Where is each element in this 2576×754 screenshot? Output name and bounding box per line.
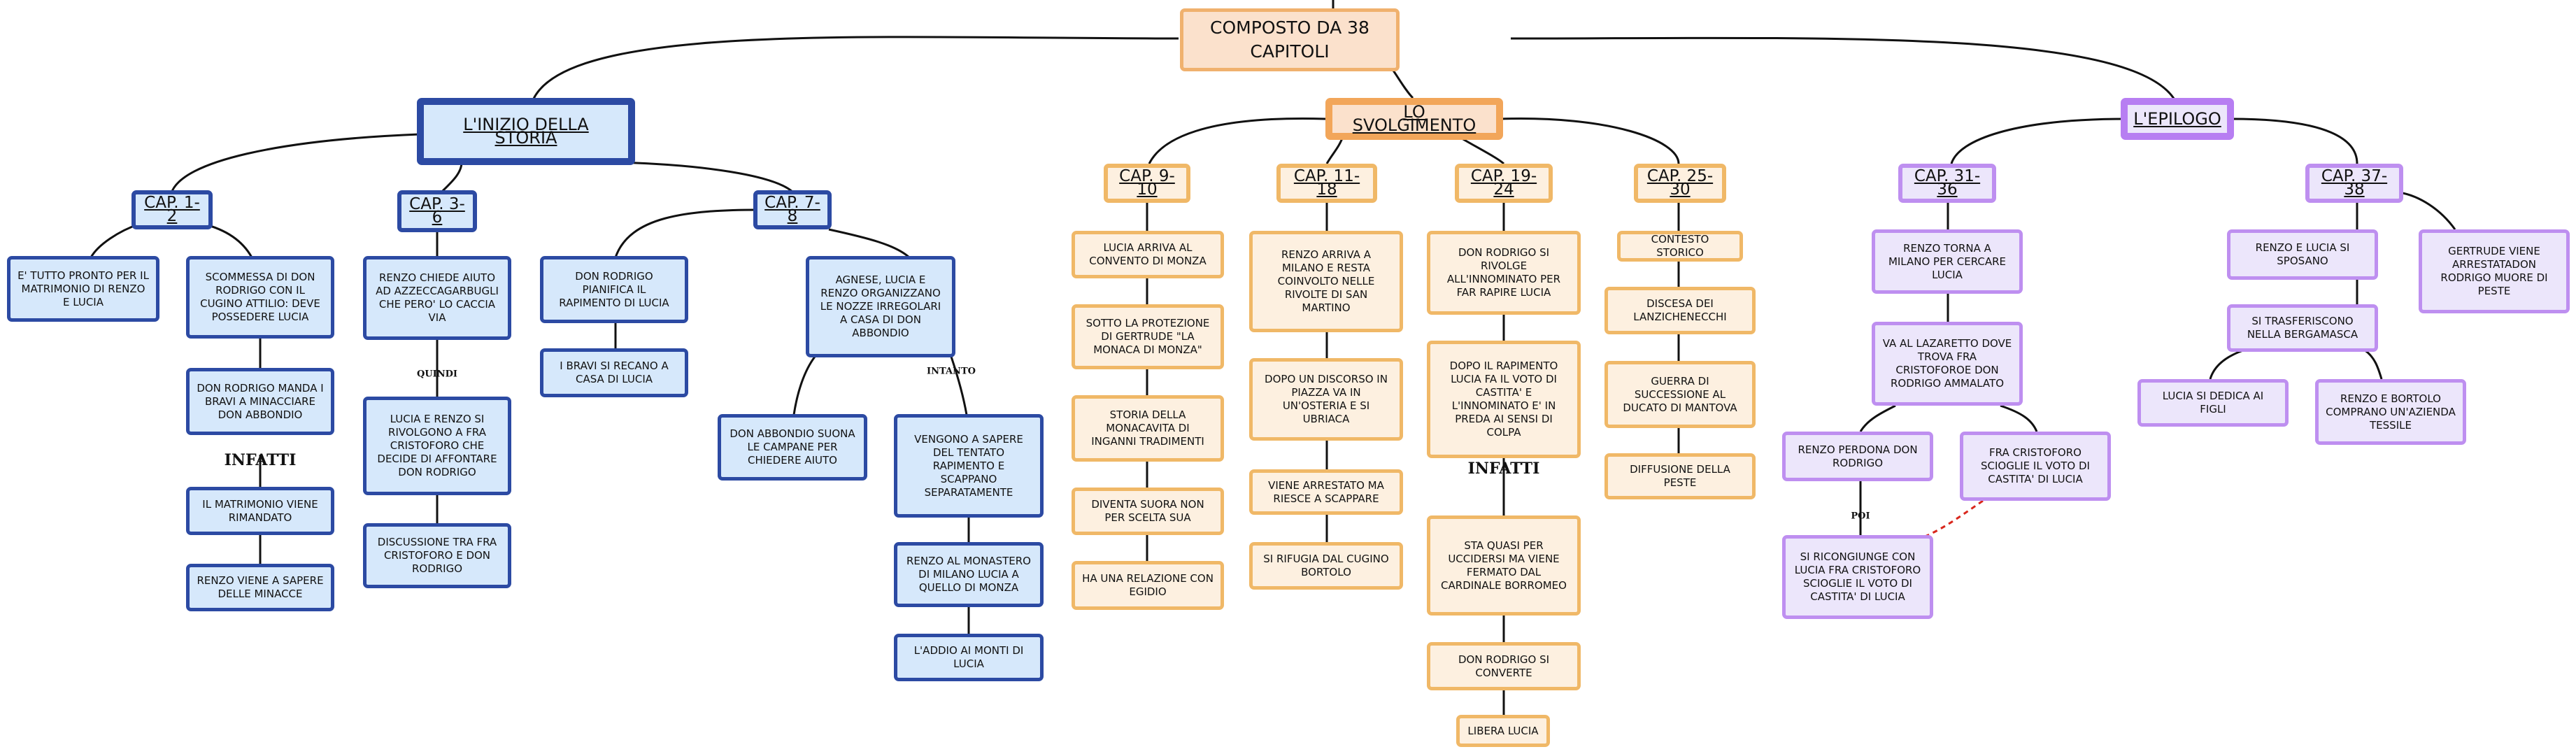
node-a3: DON RODRIGO MANDA I BRAVI A MINACCIARE D…: [186, 368, 334, 435]
node-d4: DIVENTA SUORA NON PER SCELTA SUA: [1072, 488, 1224, 535]
node-c6: RENZO AL MONASTERO DI MILANO LUCIA A QUE…: [894, 542, 1044, 607]
chapter-37-38: CAP. 37-38: [2305, 164, 2403, 203]
section-epilogo: L'EPILOGO: [2121, 98, 2234, 140]
section-inizio: L'INIZIO DELLA STORIA: [417, 98, 635, 165]
node-d2: SOTTO LA PROTEZIONE DI GERTRUDE "LA MONA…: [1072, 304, 1224, 369]
connector-infatti-2: INFATTI: [1467, 460, 1540, 478]
root-node: COMPOSTO DA 38 CAPITOLI: [1180, 8, 1400, 71]
node-e4: SI RIFUGIA DAL CUGINO BORTOLO: [1249, 542, 1403, 590]
node-c2: I BRAVI SI RECANO A CASA DI LUCIA: [540, 348, 688, 397]
node-g3: GUERRA DI SUCCESSIONE AL DUCATO DI MANTO…: [1604, 361, 1756, 428]
node-e1: RENZO ARRIVA A MILANO E RESTA COINVOLTO …: [1249, 231, 1403, 332]
node-g4: DIFFUSIONE DELLA PESTE: [1604, 453, 1756, 499]
node-i5: GERTRUDE VIENE ARRESTATADON RODRIGO MUOR…: [2419, 229, 2570, 313]
node-c1: DON RODRIGO PIANIFICA IL RAPIMENTO DI LU…: [540, 256, 688, 323]
node-b1: RENZO CHIEDE AIUTO AD AZZECCAGARBUGLI CH…: [363, 256, 511, 340]
node-h3: RENZO PERDONA DON RODRIGO: [1782, 432, 1933, 481]
connector-poi: POI: [1851, 511, 1870, 522]
node-f4: DON RODRIGO SI CONVERTE: [1427, 642, 1581, 690]
node-h1: RENZO TORNA A MILANO PER CERCARE LUCIA: [1872, 229, 2023, 294]
chapter-3-6: CAP. 3-6: [397, 190, 477, 232]
node-g1: CONTESTO STORICO: [1617, 231, 1743, 262]
node-a2: SCOMMESSA DI DON RODRIGO CON IL CUGINO A…: [186, 256, 334, 339]
chapter-11-18: CAP. 11-18: [1276, 164, 1377, 203]
chapter-25-30: CAP. 25-30: [1634, 164, 1726, 203]
chapter-31-36: CAP. 31-36: [1898, 164, 1996, 203]
node-i4: RENZO E BORTOLO COMPRANO UN'AZIENDA TESS…: [2315, 379, 2466, 445]
node-e3: VIENE ARRESTATO MA RIESCE A SCAPPARE: [1249, 469, 1403, 515]
node-c5: VENGONO A SAPERE DEL TENTATO RAPIMENTO E…: [894, 414, 1044, 518]
node-g2: DISCESA DEI LANZICHENECCHI: [1604, 287, 1756, 334]
node-c3: AGNESE, LUCIA E RENZO ORGANIZZANO LE NOZ…: [806, 256, 955, 357]
connector-intanto: INTANTO: [927, 366, 976, 377]
node-f1: DON RODRIGO SI RIVOLGE ALL'INNOMINATO PE…: [1427, 231, 1581, 315]
chapter-19-24: CAP. 19-24: [1455, 164, 1553, 203]
node-a5: RENZO VIENE A SAPERE DELLE MINACCE: [186, 564, 334, 611]
node-c4: DON ABBONDIO SUONA LE CAMPANE PER CHIEDE…: [718, 414, 867, 481]
node-h4: FRA CRISTOFORO SCIOGLIE IL VOTO DI CASTI…: [1960, 432, 2111, 501]
node-b3: DISCUSSIONE TRA FRA CRISTOFORO E DON ROD…: [363, 523, 511, 588]
node-c7: L'ADDIO AI MONTI DI LUCIA: [894, 634, 1044, 681]
node-b2: LUCIA E RENZO SI RIVOLGONO A FRA CRISTOF…: [363, 397, 511, 495]
node-e2: DOPO UN DISCORSO IN PIAZZA VA IN UN'OSTE…: [1249, 358, 1403, 441]
section-svolgimento: LO SVOLGIMENTO: [1325, 98, 1503, 140]
node-i1: RENZO E LUCIA SI SPOSANO: [2227, 229, 2378, 280]
node-f2: DOPO IL RAPIMENTO LUCIA FA IL VOTO DI CA…: [1427, 341, 1581, 458]
node-d1: LUCIA ARRIVA AL CONVENTO DI MONZA: [1072, 231, 1224, 278]
chapter-1-2: CAP. 1-2: [131, 190, 213, 229]
chapter-9-10: CAP. 9-10: [1104, 164, 1190, 203]
node-d3: STORIA DELLA MONACAVITA DI INGANNI TRADI…: [1072, 395, 1224, 462]
chapter-7-8: CAP. 7-8: [753, 190, 832, 229]
connector-quindi: QUINDI: [417, 369, 457, 380]
node-a4: IL MATRIMONIO VIENE RIMANDATO: [186, 487, 334, 535]
node-i2: SI TRASFERISCONO NELLA BERGAMASCA: [2227, 304, 2378, 352]
node-f5: LIBERA LUCIA: [1456, 715, 1550, 747]
node-h5: SI RICONGIUNGE CON LUCIA FRA CRISTOFORO …: [1782, 535, 1933, 619]
node-i3: LUCIA SI DEDICA AI FIGLI: [2137, 379, 2289, 427]
connector-infatti-1: INFATTI: [224, 451, 297, 469]
node-a1: E' TUTTO PRONTO PER IL MATRIMONIO DI REN…: [7, 256, 159, 322]
node-f3: STA QUASI PER UCCIDERSI MA VIENE FERMATO…: [1427, 515, 1581, 616]
node-h2: VA AL LAZARETTO DOVE TROVA FRA CRISTOFOR…: [1872, 322, 2023, 406]
node-d5: HA UNA RELAZIONE CON EGIDIO: [1072, 561, 1224, 610]
